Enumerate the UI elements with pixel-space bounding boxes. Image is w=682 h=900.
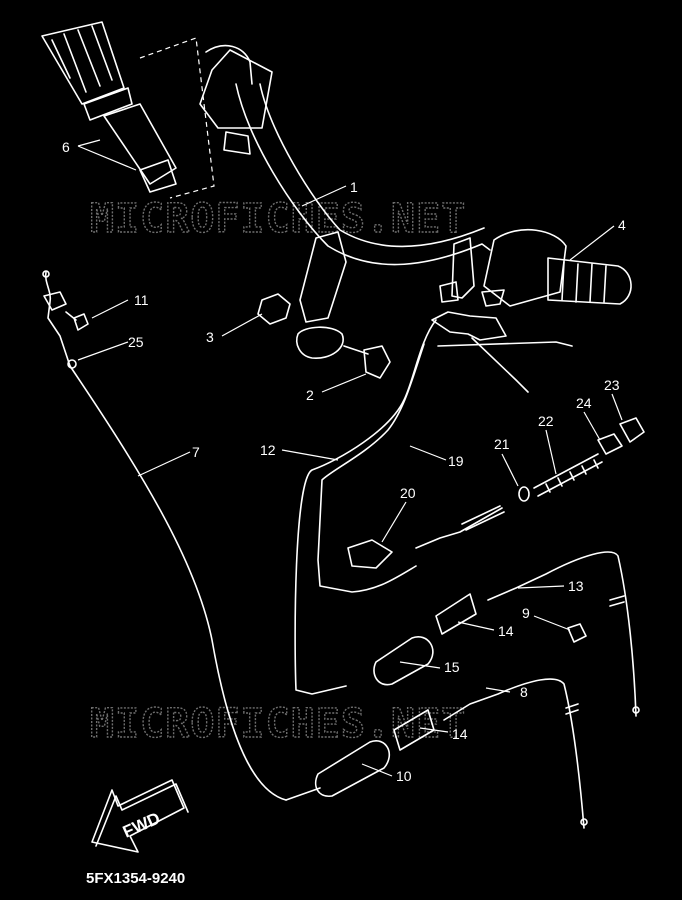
callout-4: 4 [618,217,626,233]
callout-11: 11 [134,292,149,308]
callout-1: 1 [350,179,358,195]
throttle-cable-part-7[interactable] [42,270,321,801]
nut-part-3[interactable] [257,293,291,325]
sleeve-part-15[interactable] [373,636,434,686]
junction-part-14-upper[interactable] [435,593,477,635]
leader-lines [77,139,623,777]
callout-9: 9 [522,605,530,621]
callout-14-upper: 14 [498,623,514,639]
grip-alignment-frame [139,37,215,199]
callout-20: 20 [400,485,416,501]
callout-21: 21 [494,436,510,452]
callout-24: 24 [576,395,592,411]
callout-7: 7 [192,444,200,460]
callout-12: 12 [260,442,276,458]
callout-10: 10 [396,768,412,784]
cable-guide-bracket[interactable] [431,311,573,393]
callout-13: 13 [568,578,584,594]
brake-cable-part-19[interactable] [317,343,425,593]
callout-8: 8 [520,684,528,700]
cable-part-8[interactable] [443,678,588,829]
watermark-top: MICROFICHES.NET [90,196,466,242]
fwd-label: FWD [120,809,163,842]
watermark-bottom: MICROFICHES.NET [90,701,466,747]
spring-part-22[interactable] [533,453,603,497]
callout-15: 15 [444,659,460,675]
diagram-code: 5FX1354-9240 [86,870,186,887]
callout-2: 2 [306,387,314,403]
callout-22: 22 [538,413,554,429]
washer-part-21[interactable] [518,486,530,502]
nut-part-23[interactable] [619,417,645,443]
nut-part-9[interactable] [567,623,587,643]
left-grip-part-6[interactable] [41,21,177,193]
right-grip-assembly-part-4[interactable] [481,228,632,307]
cable-end-part-25[interactable] [67,359,77,369]
callout-25: 25 [128,334,144,350]
callout-3: 3 [206,329,214,345]
adjuster-rod[interactable] [415,507,503,549]
forward-direction-arrow: FWD [91,779,189,853]
callout-6: 6 [62,139,70,155]
cable-clip-part-20[interactable] [347,539,393,569]
cable-part-13[interactable] [487,551,640,717]
nut-part-24[interactable] [597,433,623,455]
adjuster-spring-small[interactable] [461,505,505,531]
bolt-part-2[interactable] [343,345,391,379]
handlebar-part-1[interactable] [199,44,491,359]
callout-19: 19 [448,453,464,469]
callout-14-lower: 14 [452,726,468,742]
sleeve-part-10[interactable] [314,740,390,797]
callout-23: 23 [604,377,620,393]
screw-part-11[interactable] [65,311,89,331]
